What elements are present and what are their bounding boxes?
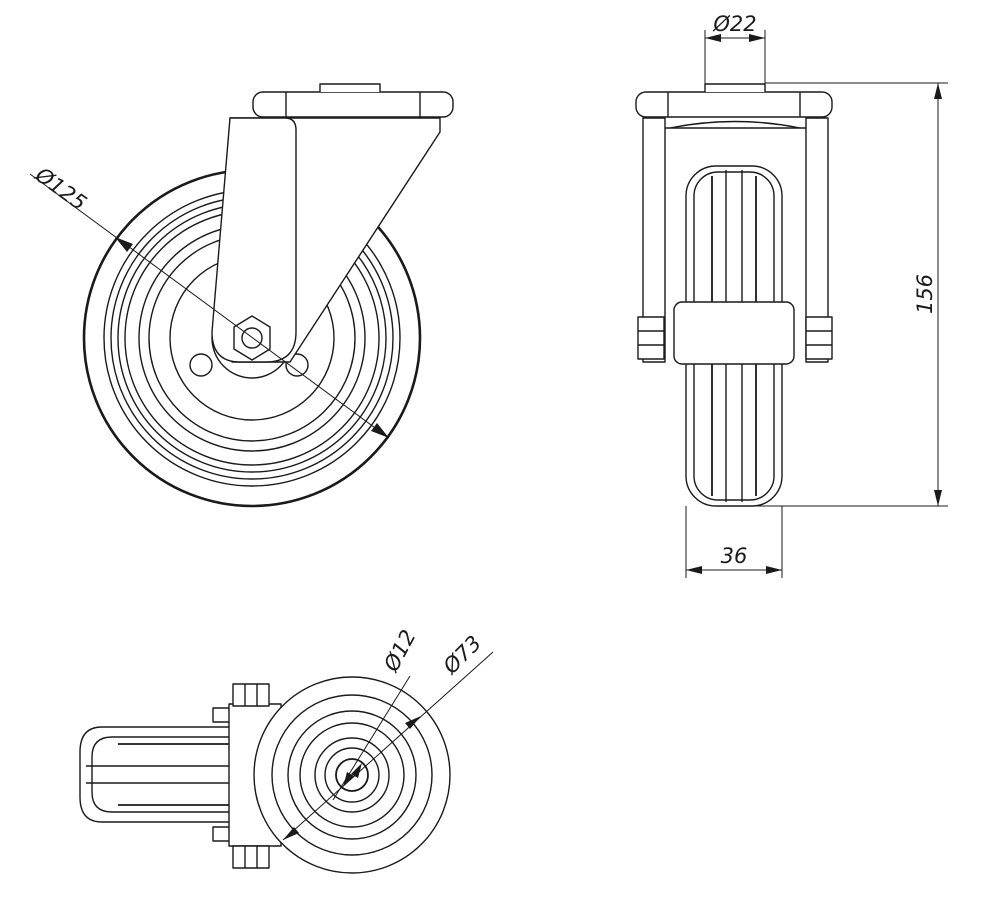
rivet-hole-left (189, 353, 213, 377)
top-plate-hole-label: Ø22 (712, 12, 756, 36)
front-axle-nut-right (805, 316, 833, 360)
wheel-diameter-label: Ø125 (30, 162, 91, 215)
side-fork-arm (211, 117, 297, 363)
wheel-width-label: 36 (721, 544, 748, 568)
side-top-plate (252, 91, 454, 118)
top-view (79, 676, 451, 874)
side-view (82, 83, 454, 508)
dim-wheel-width: 36 (685, 506, 783, 578)
front-view (635, 83, 833, 507)
front-axle-nut-left (637, 316, 665, 360)
dim-top-plate-hole: Ø22 (704, 12, 766, 84)
top-wheel-tread (79, 726, 237, 823)
axle-bore-label: Ø12 (379, 626, 421, 676)
front-top-plate (635, 91, 833, 118)
front-fork-right (805, 117, 829, 363)
front-hub-bushing (673, 301, 795, 365)
front-fork-left (642, 117, 666, 363)
overall-height-label: 156 (913, 274, 937, 314)
axle-bore (335, 758, 369, 792)
hub-diameter-label: Ø73 (438, 631, 486, 679)
rivet-hole-right (285, 353, 309, 377)
dim-overall-height: 156 (734, 82, 948, 507)
top-axle-nut-bottom (232, 845, 270, 869)
top-axle-nut-top (232, 683, 270, 707)
